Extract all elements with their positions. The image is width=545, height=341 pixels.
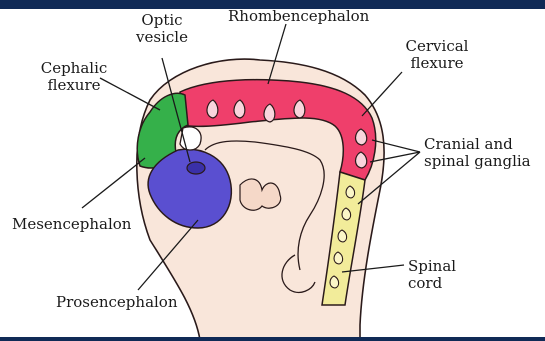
label-mesencephalon: Mesencephalon bbox=[12, 216, 131, 233]
label-cephalic-flexure-line1: Cephalic bbox=[28, 60, 120, 77]
label-rhombencephalon-text: Rhombencephalon bbox=[228, 7, 369, 25]
label-spinal-cord-line2: cord bbox=[408, 275, 456, 292]
optic-vesicle-shape bbox=[187, 162, 205, 174]
label-prosencephalon-text: Prosencephalon bbox=[56, 293, 178, 311]
leader-mesencephalon bbox=[82, 158, 145, 208]
bottom-bar bbox=[0, 337, 545, 341]
label-cervical-flexure: Cervical flexure bbox=[394, 38, 480, 72]
pharyngeal-arches bbox=[240, 179, 281, 210]
label-optic-vesicle: Optic vesicle bbox=[112, 12, 212, 46]
label-rhombencephalon: Rhombencephalon bbox=[228, 8, 369, 25]
label-cervical-flexure-line2: flexure bbox=[394, 55, 480, 72]
label-cephalic-flexure-line2: flexure bbox=[28, 77, 120, 94]
label-optic-vesicle-line1: Optic bbox=[112, 12, 212, 29]
label-cephalic-flexure: Cephalic flexure bbox=[28, 60, 120, 94]
label-ganglia-line1: Cranial and bbox=[424, 136, 531, 153]
label-spinal-cord-line1: Spinal bbox=[408, 258, 456, 275]
leader-cervical-flexure bbox=[362, 72, 402, 116]
label-cervical-flexure-line1: Cervical bbox=[394, 38, 480, 55]
label-optic-vesicle-line2: vesicle bbox=[112, 29, 212, 46]
label-prosencephalon: Prosencephalon bbox=[56, 294, 178, 311]
label-cranial-spinal-ganglia: Cranial and spinal ganglia bbox=[424, 136, 531, 170]
label-mesencephalon-text: Mesencephalon bbox=[12, 215, 131, 233]
label-spinal-cord: Spinal cord bbox=[408, 258, 456, 292]
label-ganglia-line2: spinal ganglia bbox=[424, 153, 531, 170]
